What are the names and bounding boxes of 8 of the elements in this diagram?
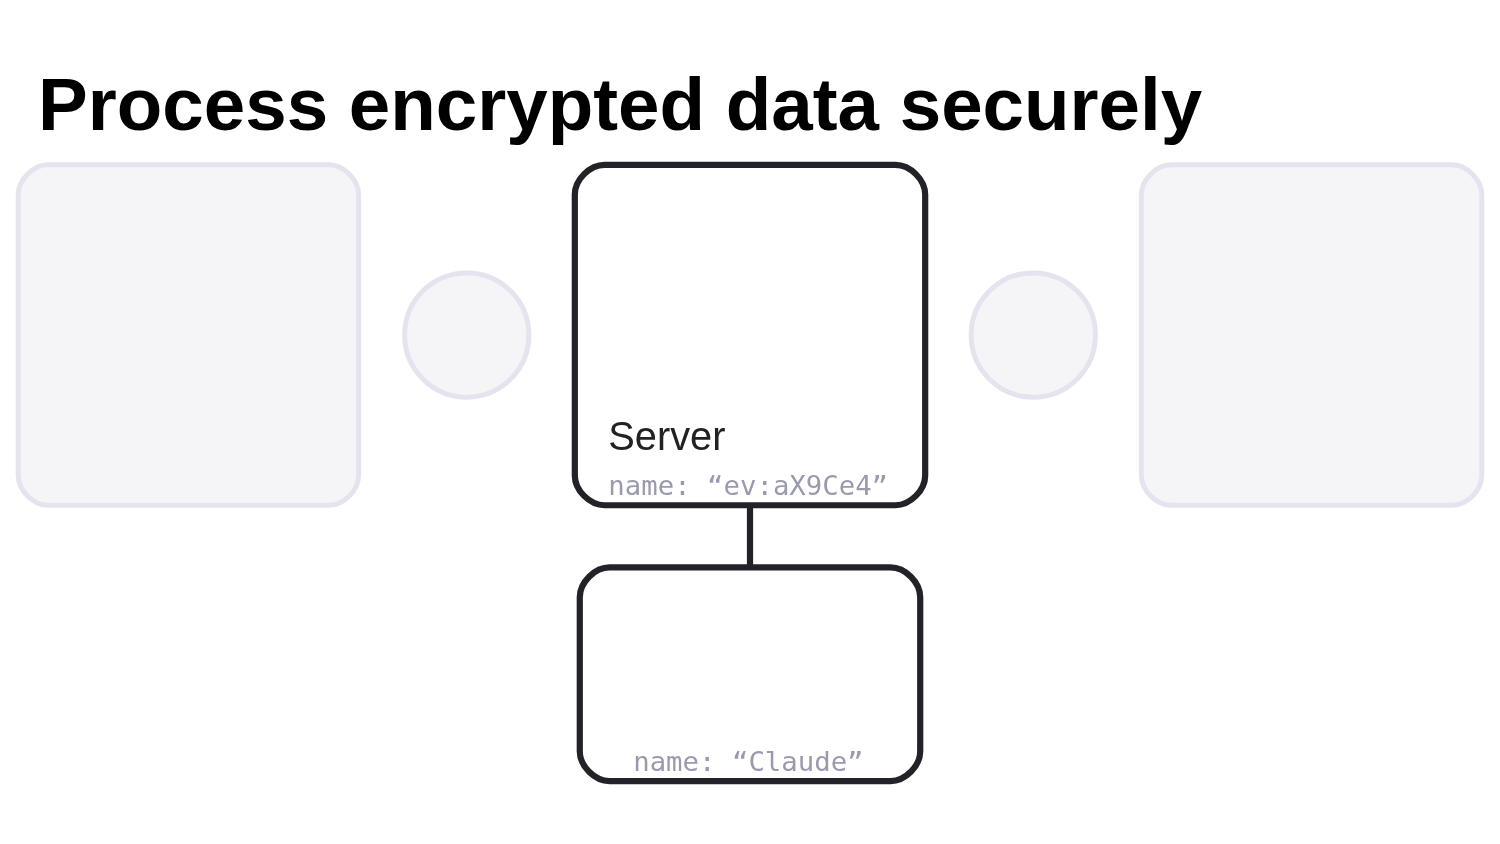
node-box: Server name: “ev:aX9Ce4” [571,161,929,509]
connector [746,505,754,567]
node-circle [402,270,532,400]
node-circle [968,270,1098,400]
diagram-title: Process encrypted data securely [38,63,1203,147]
node-box [1138,162,1485,508]
node-box [15,162,362,508]
node-box: name: “Claude” [576,564,924,785]
